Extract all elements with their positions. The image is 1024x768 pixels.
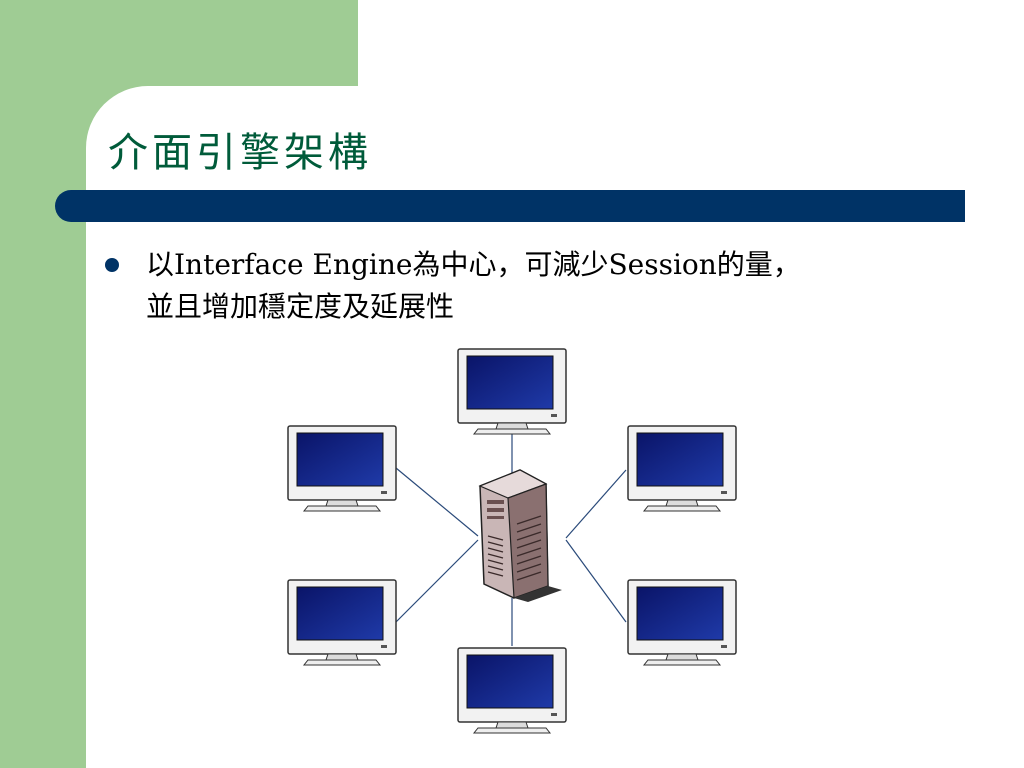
- title-underline-bar: [55, 190, 965, 222]
- slide-title: 介面引擎架構: [108, 130, 372, 176]
- monitor-icon: [457, 647, 567, 734]
- monitor-icon: [627, 579, 737, 666]
- monitor-icon: [287, 579, 397, 666]
- link-upper-right: [565, 469, 627, 539]
- monitor-icon: [627, 425, 737, 512]
- monitor-icon: [457, 348, 567, 435]
- bullet-line-1: 以Interface Engine為中心，可減少Session的量，: [146, 248, 801, 281]
- link-lower-right: [565, 539, 627, 623]
- server-tower-icon: [478, 469, 562, 602]
- link-upper-left: [395, 467, 479, 537]
- decorative-green-sidebar: [0, 0, 86, 768]
- connection-lines: [395, 434, 627, 646]
- bullet-dot: [105, 258, 119, 272]
- monitor-icon: [287, 425, 397, 512]
- bullet-text: 以Interface Engine為中心，可減少Session的量， 並且增加穩…: [146, 244, 966, 328]
- link-lower-left: [395, 539, 479, 623]
- bullet-line-2: 並且增加穩定度及延展性: [146, 290, 455, 323]
